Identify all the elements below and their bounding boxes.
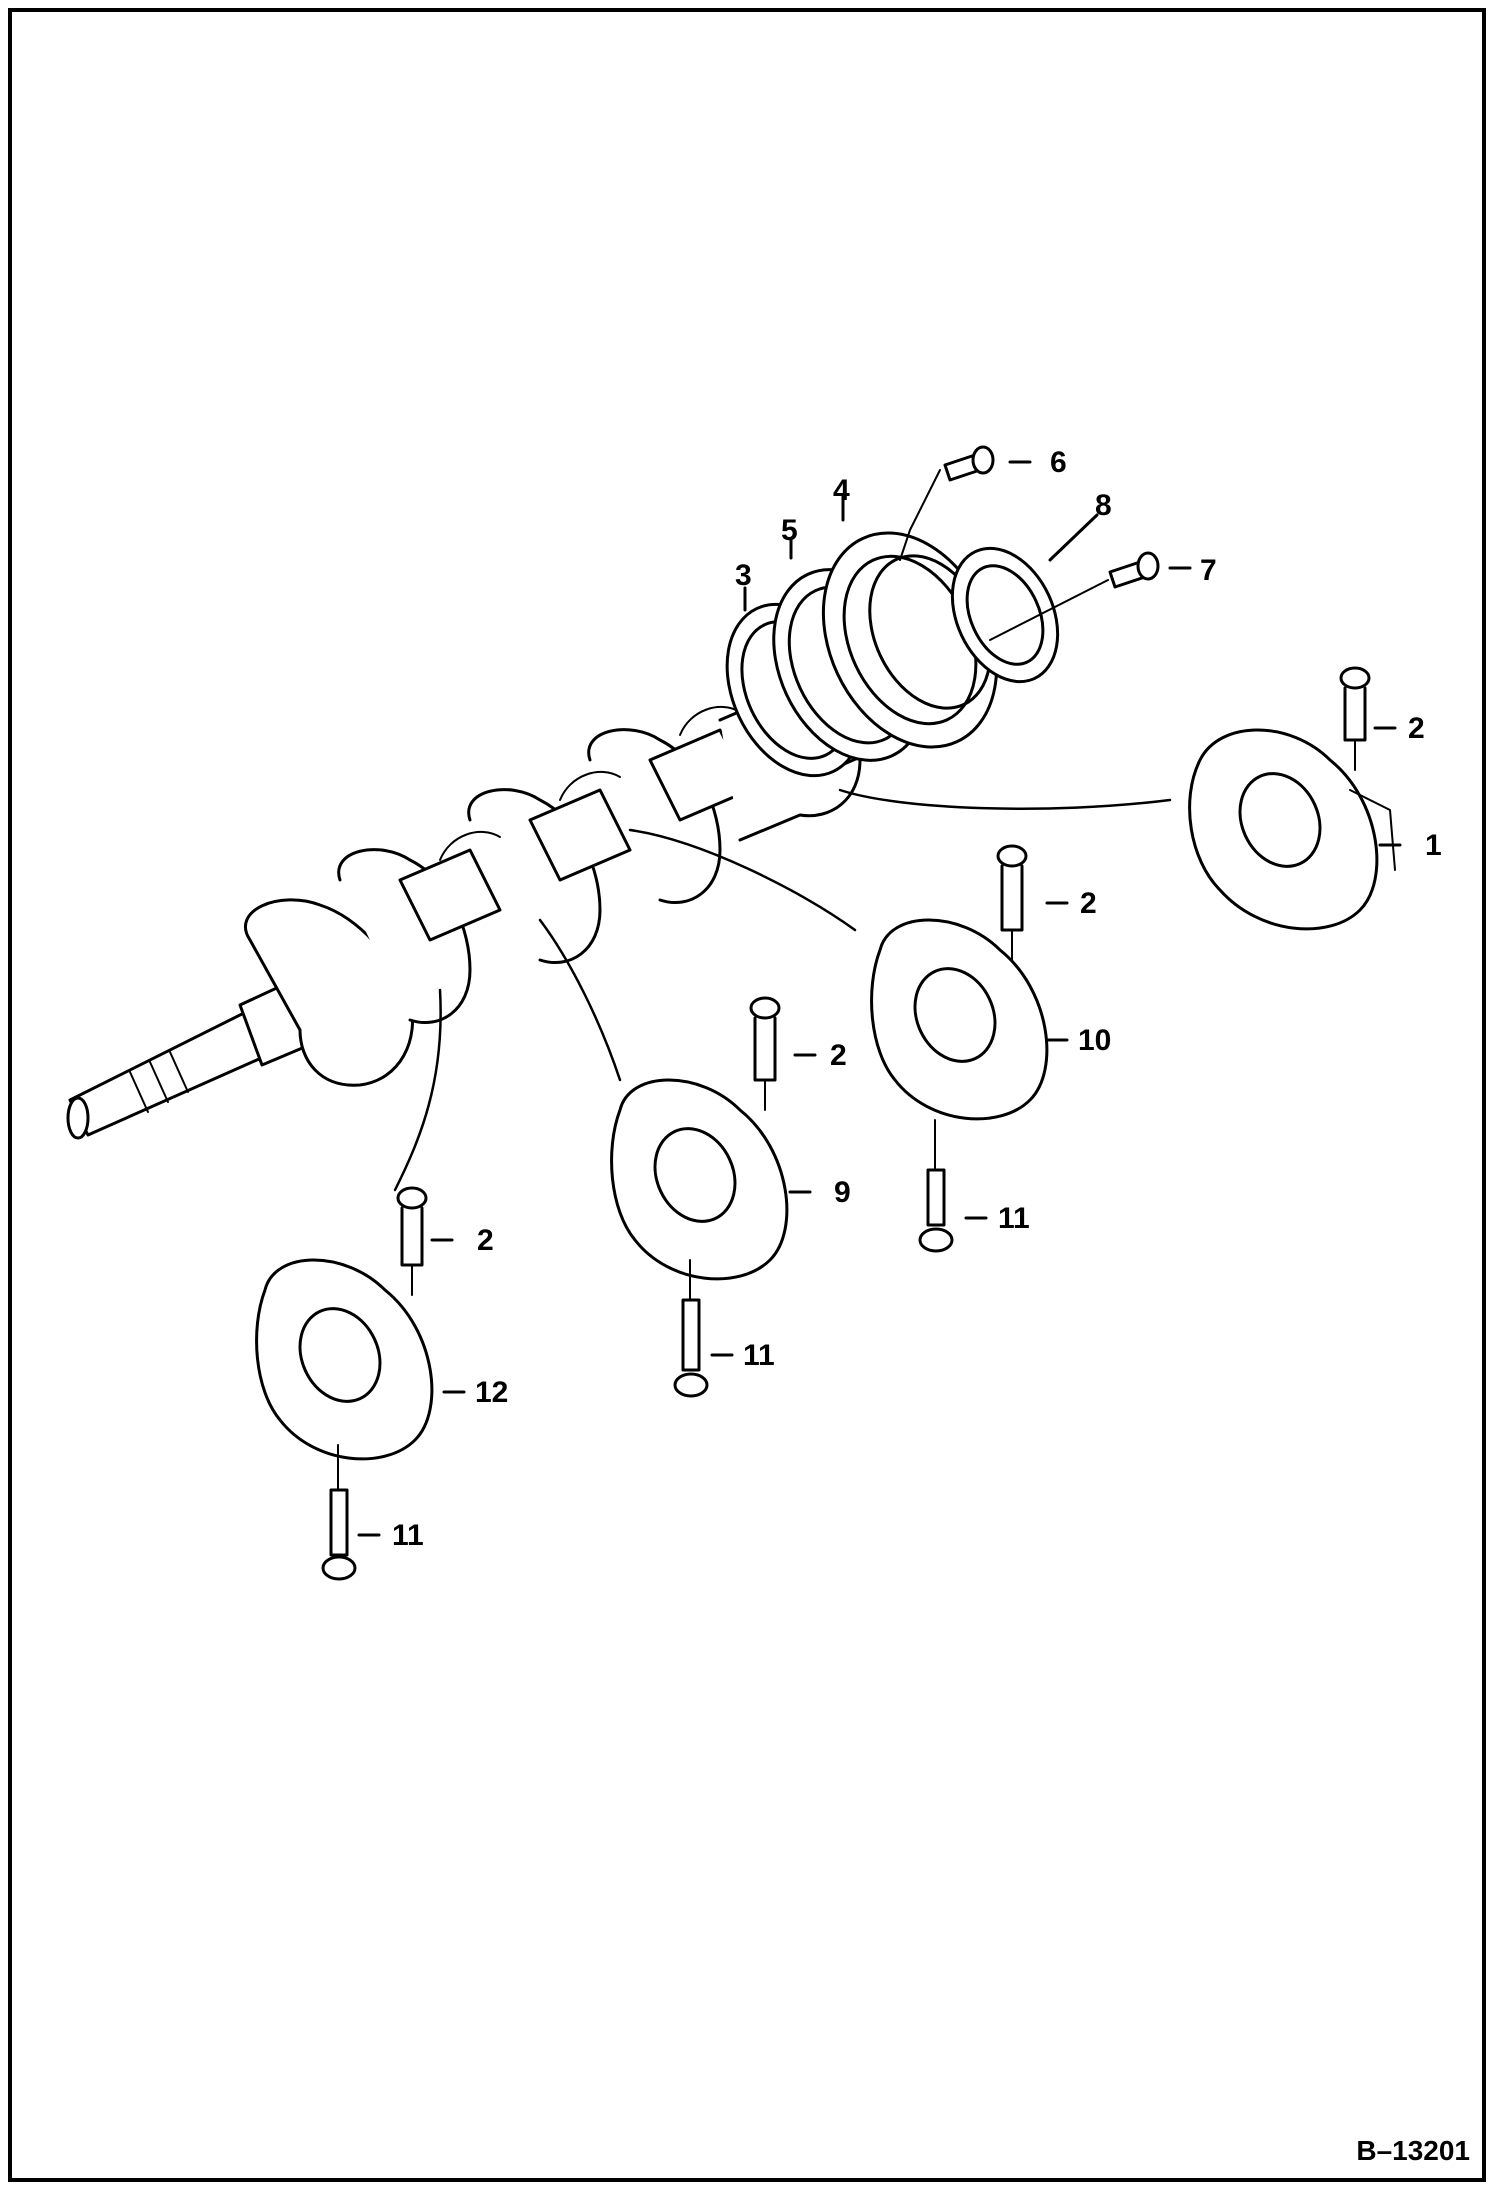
bearing-cap-9 — [610, 996, 789, 1398]
bearing-cap-12 — [255, 1186, 434, 1581]
figure-id: B–13201 — [1356, 2135, 1470, 2166]
bolt-2-cap12 — [396, 1186, 428, 1296]
callout-dashes — [357, 460, 1402, 1537]
bolt-7 — [989, 551, 1160, 641]
bolt-2-cap9 — [749, 996, 781, 1111]
callout-1: 1 — [1425, 829, 1442, 862]
callout-4: 4 — [833, 474, 850, 507]
bolt-11-cap9 — [673, 1259, 709, 1398]
callout-11-c: 11 — [392, 1519, 424, 1552]
callout-2-a: 2 — [1408, 712, 1425, 745]
callout-12: 12 — [475, 1376, 508, 1409]
callout-10: 10 — [1078, 1024, 1111, 1057]
callout-8: 8 — [1095, 489, 1112, 522]
bolt-11-cap12 — [321, 1444, 357, 1581]
bearing-cap-10 — [870, 844, 1049, 1253]
callout-2-d: 2 — [477, 1224, 494, 1257]
diagram-frame — [8, 8, 1486, 2182]
callout-6: 6 — [1050, 446, 1067, 479]
callouts: 6 4 8 5 7 3 2 1 2 10 2 9 11 2 11 12 11 — [392, 446, 1442, 1552]
bolt-2-cap1 — [1339, 666, 1371, 771]
callout-11-b: 11 — [743, 1339, 775, 1372]
leader-lines — [393, 788, 1172, 1192]
bolt-11-cap10 — [918, 1119, 954, 1253]
callout-11-a: 11 — [998, 1202, 1030, 1235]
bearing-cap-1 — [1188, 666, 1396, 931]
callout-3: 3 — [735, 559, 752, 592]
oil-seal-8 — [950, 546, 1060, 684]
callout-5: 5 — [781, 514, 798, 547]
callout-7: 7 — [1200, 554, 1217, 587]
seal-housing-group — [725, 445, 1160, 778]
bolt-2-cap10 — [996, 844, 1028, 961]
callout-2-c: 2 — [830, 1039, 847, 1072]
callout-2-b: 2 — [1080, 887, 1097, 920]
callout-9: 9 — [834, 1176, 851, 1209]
bolt-6 — [899, 445, 995, 561]
